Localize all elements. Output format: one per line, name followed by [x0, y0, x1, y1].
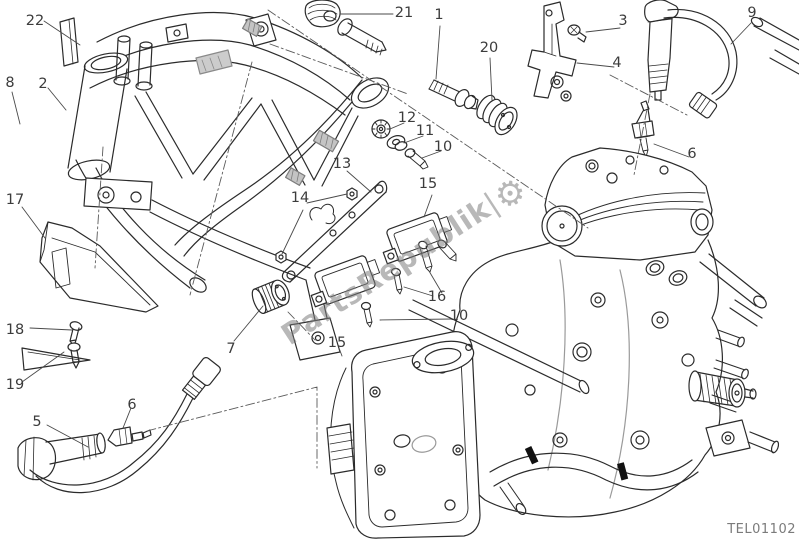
frame-drawing [59, 12, 390, 361]
coil-stick-drawing [631, 0, 738, 158]
fastener-parts-drawing [304, 0, 518, 170]
engine-drawing [326, 16, 799, 539]
coil-bracket-drawing [251, 180, 457, 328]
side-panel-drawing [21, 221, 159, 371]
assembly-axis-lines [94, 9, 688, 469]
diagram-code: TEL01102 [727, 522, 796, 537]
spark-cable-drawing [17, 357, 221, 494]
callout-leader-lines [11, 13, 752, 448]
bracket-drawing [527, 1, 587, 102]
